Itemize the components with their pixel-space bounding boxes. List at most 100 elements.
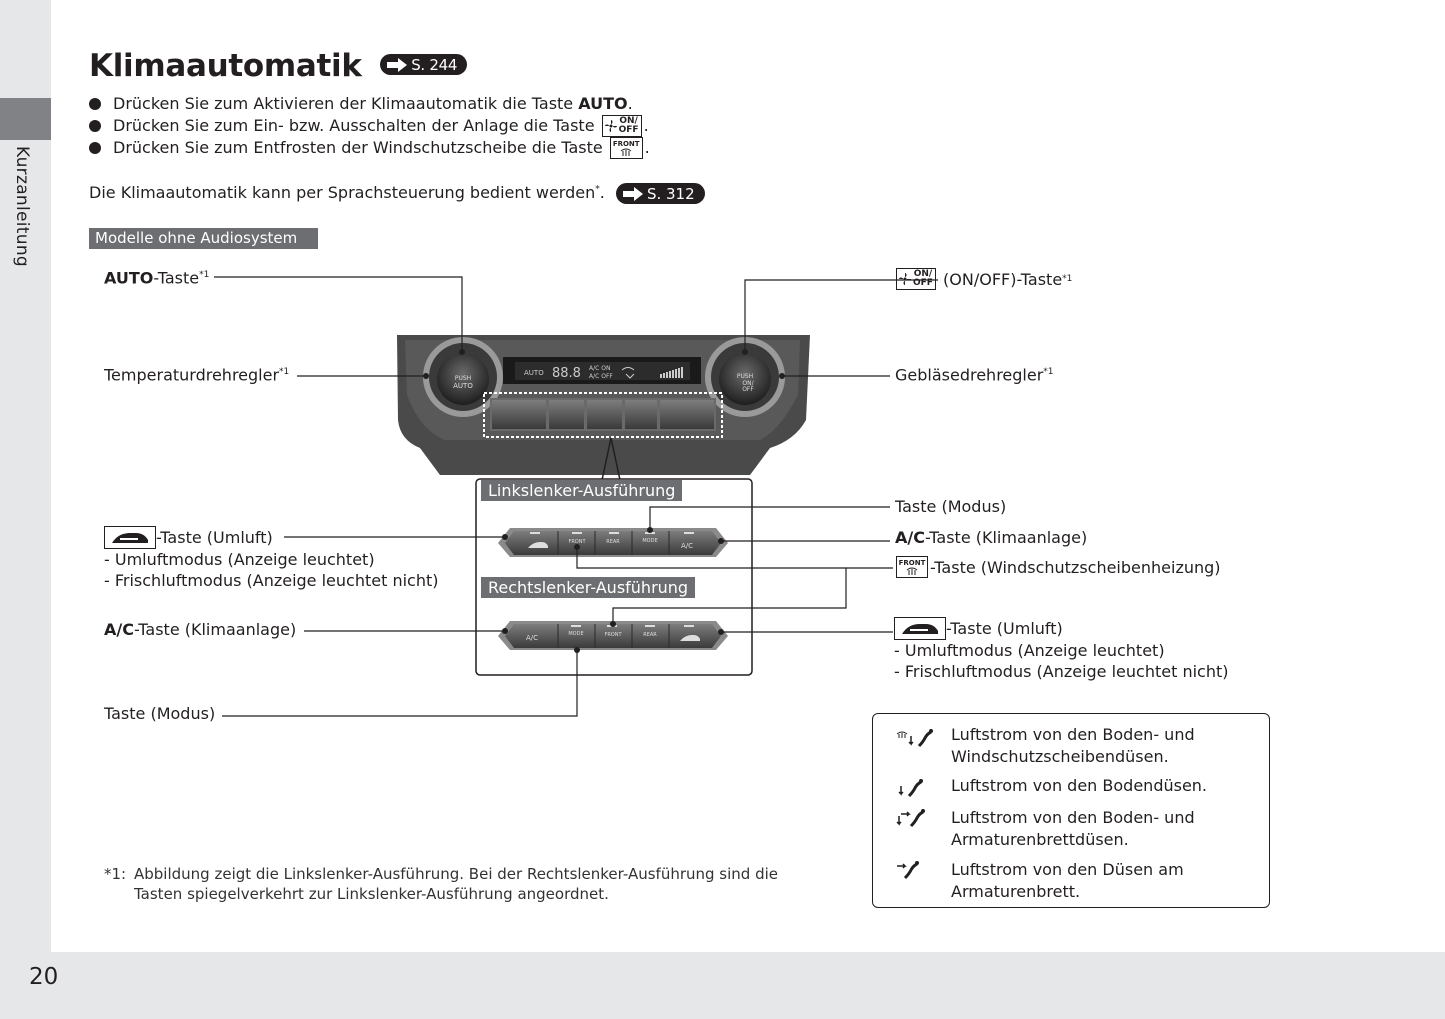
bullet-suffix: . [627,94,633,113]
fan-icon [604,120,617,132]
button-rear-text: REAR [643,632,657,638]
label-text: Gebläsedrehregler [895,365,1044,385]
climate-display: AUTO 88.8 A/C ON A/C OFF [503,357,701,384]
knob-push-text: PUSH [737,373,753,380]
knob-push-text: PUSH [455,375,471,382]
label-subtext: - Frischluftmodus (Anzeige leuchtet nich… [894,662,1229,681]
footnote-mark: *1 [1043,367,1054,377]
fan-onoff-key-icon: ON/OFF [896,268,936,290]
label-text: -Taste (Umluft) [156,528,273,547]
bullet-text: Drücken Sie zum Entfrosten der Windschut… [113,138,608,157]
button-mode-text: MODE [568,631,583,637]
label-text: -Taste (Klimaanlage) [133,620,297,639]
lhd-button-strip: FRONT REAR MODE A/C [498,528,728,557]
button-front-text: FRONT [604,632,622,638]
leader-dots [423,349,785,653]
bullet-text: Drücken Sie zum Ein- bzw. Ausschalten de… [113,116,600,135]
display-ac-off-text: A/C OFF [589,373,613,380]
page-reference-link[interactable]: S. 244 [380,54,468,75]
defrost-icon [906,567,918,575]
rhd-button-strip: A/C MODE FRONT REAR [498,621,728,650]
ac-button-label-left: A/C-Taste (Klimaanlage) [104,619,296,640]
recirculation-icon [528,542,548,548]
auto-button-label: AUTO-Taste*1 [104,265,209,288]
footnote-text: Tasten spiegelverkehrt zur Linkslenker-A… [134,885,609,903]
page-reference-text: S. 244 [411,55,458,74]
intro-period: . [599,183,605,202]
legend-text: Luftstrom von den Boden- und [951,725,1195,744]
sidebar [0,0,51,1019]
bullet-dot-icon [89,142,101,154]
fan-knob-label: Gebläsedrehregler*1 [895,362,1054,385]
page-number: 20 [29,964,59,990]
label-bold: A/C [895,528,925,547]
front-defrost-key-icon: FRONT [609,137,643,159]
legend-text: Luftstrom von den Bodendüsen. [951,776,1208,795]
legend-text: Luftstrom von den Düsen am [951,860,1184,879]
leader-lines [214,276,938,717]
onoff-button-label: ON/OFF (ON/OFF)-Taste*1 [894,268,1072,290]
label-subtext: - Umluftmodus (Anzeige leuchtet) [894,641,1165,660]
label-subtext: - Frischluftmodus (Anzeige leuchtet nich… [104,571,439,590]
recirculation-icon [680,635,700,641]
key-on-text: ON/ [913,269,933,279]
legend-text: Luftstrom von den Boden- und [951,808,1195,827]
ac-button-label-right: A/C-Taste (Klimaanlage) [895,527,1087,548]
footnote-mark: *1 [279,367,290,377]
footnote-mark: *1 [1062,273,1073,284]
footnote-mark: *1: [104,865,127,883]
mode-button-label-left: Taste (Modus) [104,704,216,723]
knob-on-text: ON/ [742,380,754,387]
label-text: -Taste (Klimaanlage) [924,528,1088,547]
section-side-label: Kurzanleitung [12,146,32,267]
display-fan-bars [660,367,683,378]
front-defrost-key-icon: FRONT [896,556,928,578]
temperature-knob-label: Temperaturdrehregler*1 [104,362,289,385]
page-reference-text: S. 312 [646,184,695,203]
label-text: (ON/OFF)-Taste [937,269,1063,289]
page-title-text: Klimaautomatik [89,48,362,84]
fan-speed-knob[interactable]: PUSH ON/ OFF [705,337,785,417]
defrost-button-label: FRONT -Taste (Windschutzscheibenheizung) [894,556,1221,578]
rhd-variant-heading: Rechtslenker-Ausführung [481,577,696,598]
button-rear-text: REAR [606,539,620,545]
floor-windshield-icon [896,729,933,748]
bullet-dot-icon [89,98,101,110]
recirculation-key-icon [894,617,946,640]
label-subtext: - Umluftmodus (Anzeige leuchtet) [104,550,375,569]
fan-icon [899,273,911,285]
recirculation-button-label-left: -Taste (Umluft) - Umluftmodus (Anzeige l… [104,526,438,591]
recirculation-button-label-right: -Taste (Umluft) - Umluftmodus (Anzeige l… [894,617,1228,682]
legend-text: Armaturenbrett. [951,882,1081,901]
bullet-suffix: . [643,116,649,135]
display-auto-text: AUTO [524,369,544,377]
lhd-variant-heading: Linkslenker-Ausführung [481,480,683,501]
key-front-text: FRONT [898,559,926,567]
panel-button-row [483,392,723,438]
button-ac-text: A/C [681,542,693,550]
display-ac-on-text: A/C ON [589,365,610,372]
voice-control-note: Die Klimaautomatik kann per Sprachsteuer… [89,183,705,204]
floor-dash-icon [896,809,925,828]
label-text: -Taste (Windschutzscheibenheizung) [930,557,1221,577]
bullet-item: Drücken Sie zum Ein- bzw. Ausschalten de… [89,115,650,137]
footnote-text: Abbildung zeigt die Linkslenker-Ausführu… [134,865,778,883]
key-front-text: FRONT [612,140,640,148]
bullet-item: Drücken Sie zum Aktivieren der Klimaauto… [89,93,650,115]
button-front-text: FRONT [568,539,586,545]
legend-item: Luftstrom von den Düsen am Armaturenbrett… [951,859,1184,903]
bullet-dot-icon [89,120,101,132]
bullet-item: Drücken Sie zum Entfrosten der Windschut… [89,137,650,159]
display-temperature-text: 88.8 [552,366,581,381]
bullet-text: Drücken Sie zum Aktivieren der Klimaauto… [113,94,579,113]
bullet-list: Drücken Sie zum Aktivieren der Klimaauto… [89,93,650,159]
legend-item: Luftstrom von den Bodendüsen. [951,775,1207,797]
label-text: -Taste (Umluft) [946,619,1063,638]
defrost-icon [620,148,632,156]
button-ac-text: A/C [526,634,538,642]
voice-control-reference-link[interactable]: S. 312 [615,183,705,204]
knob-off-text: OFF [742,386,754,393]
legend-text: Windschutzscheibendüsen. [951,747,1169,766]
